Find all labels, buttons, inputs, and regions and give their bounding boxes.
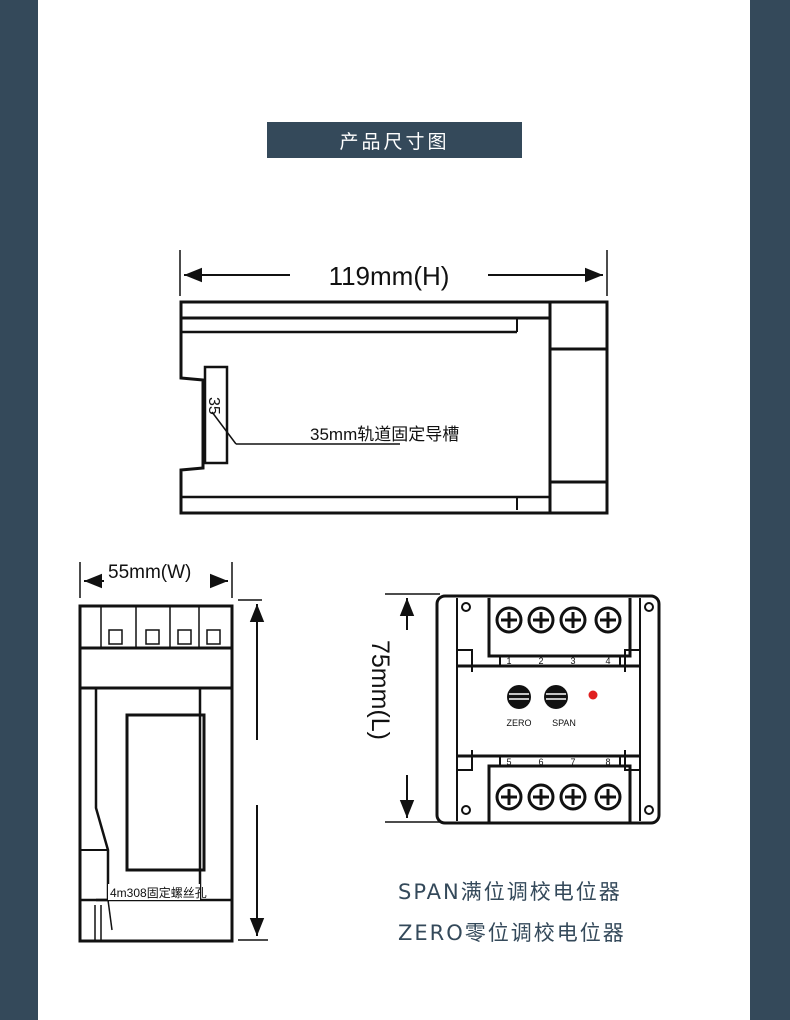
side-width-label: 55mm(W) — [108, 562, 191, 583]
page-title-text: 产品尺寸图 — [339, 130, 450, 153]
terminal-screws — [495, 606, 622, 811]
side-screw-1 — [108, 629, 123, 645]
terminal-screw-icon — [594, 783, 622, 811]
terminal-num: 1 — [506, 656, 511, 666]
top-end-block — [548, 300, 609, 515]
terminal-numbers: 1 2 3 4 5 6 7 8 — [506, 656, 610, 767]
terminal-screw-icon — [559, 606, 587, 634]
right-slot-bottom — [624, 750, 640, 771]
terminal-num: 8 — [605, 757, 610, 767]
knob-span — [544, 685, 568, 709]
front-height-label: 75mm(L) — [366, 640, 394, 740]
page-title: 产品尺寸图 — [267, 122, 522, 158]
terminal-num: 6 — [538, 757, 543, 767]
knob-zero — [507, 685, 531, 709]
rail-clip — [203, 365, 229, 465]
side-screw-4 — [206, 629, 221, 645]
left-slot-bottom — [457, 750, 473, 771]
bottom-terminal-block — [487, 764, 632, 822]
front-mounting-holes — [461, 602, 654, 815]
terminal-screw-icon — [495, 783, 523, 811]
terminal-num: 4 — [605, 656, 610, 666]
mount-hole-bl — [461, 805, 471, 815]
screw-label: 4m308固定螺丝孔 — [110, 885, 207, 900]
white-panel — [38, 0, 750, 1020]
side-screw-2 — [145, 629, 160, 645]
span-knob-icon — [544, 685, 568, 709]
side-left-profile — [80, 686, 110, 902]
top-body-outline — [179, 300, 609, 515]
rail-size-label: 35 — [205, 397, 222, 415]
screw-label-bg — [108, 884, 200, 900]
front-view — [385, 593, 661, 825]
span-label: SPAN — [552, 718, 576, 728]
left-slot-top — [457, 649, 473, 672]
terminal-screw-icon — [594, 606, 622, 634]
terminal-screw-icon — [527, 606, 555, 634]
terminal-screw-icon — [559, 783, 587, 811]
terminal-screw-icon — [527, 783, 555, 811]
screw-leader — [107, 899, 113, 931]
terminal-num: 2 — [538, 656, 543, 666]
rail-label: 35mm轨道固定导槽 — [310, 425, 459, 444]
side-window — [125, 713, 206, 872]
terminal-num: 3 — [570, 656, 575, 666]
top-width-label: 119mm(H) — [329, 261, 450, 291]
terminal-screw-icon — [495, 606, 523, 634]
zero-knob-icon — [507, 685, 531, 709]
status-led-icon — [588, 690, 598, 700]
mount-hole-br — [644, 805, 654, 815]
rail-leader-diag — [211, 411, 237, 445]
mount-hole-tl — [461, 602, 471, 612]
side-body-outline — [78, 604, 234, 943]
mount-hole-tr — [644, 602, 654, 612]
legend-zero: ZERO零位调校电位器 — [398, 921, 626, 945]
side-terminal-screws — [108, 629, 221, 645]
zero-label: ZERO — [506, 718, 531, 728]
right-slot-top — [624, 649, 640, 672]
terminal-num: 5 — [506, 757, 511, 767]
side-screw-3 — [177, 629, 192, 645]
terminal-num: 7 — [570, 757, 575, 767]
legend-span: SPAN满位调校电位器 — [398, 880, 622, 904]
top-view — [179, 250, 609, 515]
front-body-outline — [435, 594, 661, 825]
top-terminal-block — [487, 598, 632, 658]
